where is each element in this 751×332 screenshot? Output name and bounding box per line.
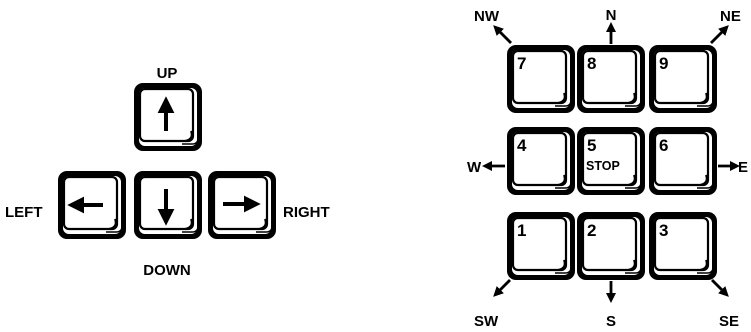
right-key[interactable] <box>206 169 278 241</box>
key-9-number: 9 <box>659 54 668 73</box>
arrow-nw-icon <box>493 25 512 44</box>
right-label: RIGHT <box>283 204 330 221</box>
direction-label-ne: NE <box>720 8 741 25</box>
key-1-number: 1 <box>517 221 526 240</box>
key-6-number: 6 <box>659 136 668 155</box>
direction-label-e: E <box>738 159 748 176</box>
arrow-keys-group: UP LEFT DOWN RIGHT <box>5 65 330 279</box>
key-3-number: 3 <box>659 221 668 240</box>
direction-label-n: N <box>606 7 617 24</box>
key-2-number: 2 <box>587 221 596 240</box>
key-6[interactable]: 6 <box>647 125 719 197</box>
up-key[interactable] <box>132 81 204 153</box>
left-key[interactable] <box>56 169 128 241</box>
direction-label-sw: SW <box>474 313 499 330</box>
numeric-keypad-group: 7 8 9 4 5 STOP 6 1 2 <box>467 7 748 330</box>
direction-label-nw: NW <box>474 8 500 25</box>
key-5[interactable]: 5 STOP <box>575 125 647 197</box>
key-5-stop-label: STOP <box>586 159 620 173</box>
key-4[interactable]: 4 <box>505 125 577 197</box>
key-8-number: 8 <box>587 54 596 73</box>
up-label: UP <box>157 65 178 82</box>
direction-label-s: S <box>606 313 616 330</box>
direction-label-w: W <box>467 159 482 176</box>
arrow-sw-icon <box>493 279 511 297</box>
key-4-number: 4 <box>517 136 527 155</box>
key-1[interactable]: 1 <box>505 210 577 282</box>
down-key[interactable] <box>132 169 204 241</box>
direction-label-se: SE <box>719 313 739 330</box>
down-label: DOWN <box>143 262 191 279</box>
key-7-number: 7 <box>517 54 526 73</box>
key-9[interactable]: 9 <box>647 43 719 115</box>
key-7[interactable]: 7 <box>505 43 577 115</box>
key-8[interactable]: 8 <box>575 43 647 115</box>
arrow-se-icon <box>711 279 729 297</box>
left-label: LEFT <box>5 204 43 221</box>
key-2[interactable]: 2 <box>575 210 647 282</box>
arrow-ne-icon <box>710 25 729 44</box>
key-3[interactable]: 3 <box>647 210 719 282</box>
key-5-number: 5 <box>587 136 596 155</box>
